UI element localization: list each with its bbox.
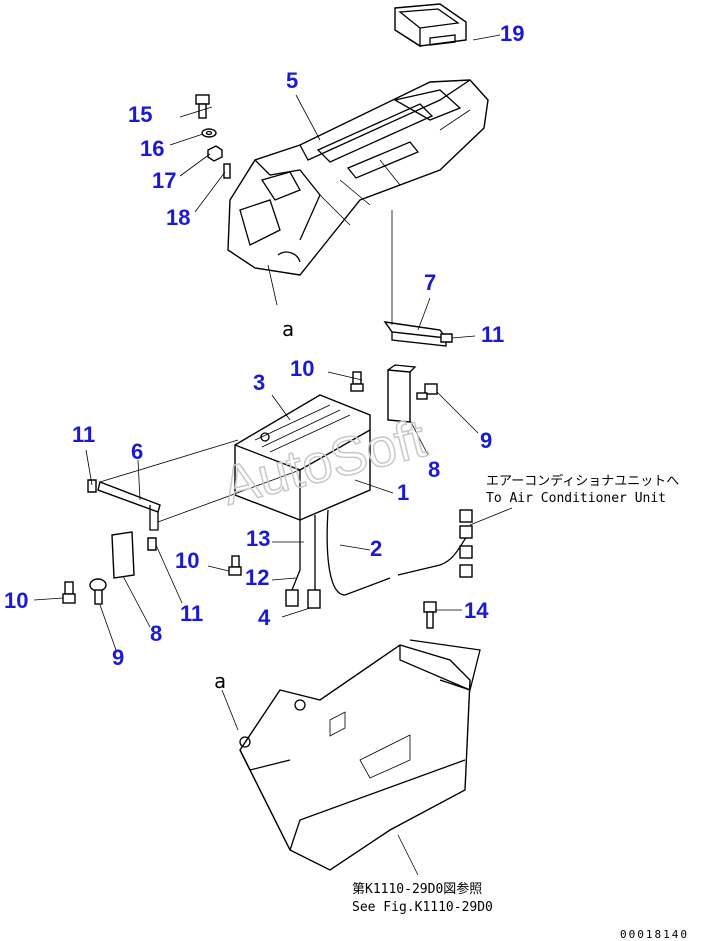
- callout-5: 5: [286, 68, 298, 93]
- fig-note-en: See Fig.K1110-29D0: [352, 900, 493, 915]
- callout-9-lower: 9: [112, 645, 124, 670]
- part-9-bolt-left: [89, 578, 107, 605]
- callout-12: 12: [245, 565, 269, 590]
- reference-letter-a-lower: a: [214, 669, 226, 693]
- part-4-connector: [307, 515, 321, 609]
- aircon-note-en: To Air Conditioner Unit: [486, 491, 666, 506]
- part-19-tray: [394, 3, 467, 48]
- part-5-console-cover: [227, 79, 489, 276]
- callout-1: 1: [397, 480, 409, 505]
- part-3-panel: [234, 394, 371, 521]
- callout-13: 13: [246, 526, 270, 551]
- drawing-number: 00018140: [620, 928, 689, 941]
- callout-numbers: 19 5 15 16 17 18 7 11 10 3 9 8 1 2 13 12…: [4, 21, 524, 670]
- callout-11-upper: 11: [481, 322, 504, 347]
- callout-7: 7: [424, 270, 436, 295]
- part-8-bracket-left: [111, 531, 135, 579]
- callout-3: 3: [253, 370, 265, 395]
- reference-letter-a-upper: a: [282, 317, 294, 341]
- part-8-bracket-right: [387, 364, 417, 423]
- callout-4: 4: [258, 605, 271, 630]
- callout-11-lower: 11: [180, 601, 203, 626]
- callout-15: 15: [128, 102, 152, 127]
- part-10-bolt-upper: [350, 371, 364, 392]
- part-12-13-cable: [285, 520, 301, 607]
- fig-note-jp: 第K1110-29D0図参照: [352, 881, 482, 897]
- leader-lines: [33, 34, 513, 876]
- part-9-bolt-upper: [416, 383, 438, 400]
- callout-16: 16: [140, 136, 164, 161]
- part-10-bolt-middle: [228, 555, 242, 576]
- aircon-note-jp: エアーコンディショナユニットへ: [486, 473, 679, 489]
- lower-frame: [239, 639, 481, 871]
- callout-19: 19: [500, 21, 524, 46]
- part-16-washer: [201, 128, 217, 138]
- part-6-bracket-left: [97, 481, 161, 531]
- part-10-bolt-left: [62, 581, 76, 604]
- part-7-bracket: [383, 321, 448, 347]
- callout-17: 17: [152, 168, 176, 193]
- part-2-harness: [326, 509, 473, 596]
- callout-8-lower: 8: [150, 621, 162, 646]
- part-15-bolt: [195, 94, 210, 119]
- callout-10-middle: 10: [175, 548, 199, 573]
- callout-6: 6: [131, 439, 143, 464]
- callout-2: 2: [370, 536, 382, 561]
- callout-8-upper: 8: [428, 457, 440, 482]
- part-11-clip-lower: [147, 537, 157, 551]
- part-17-nut: [207, 145, 223, 162]
- callout-14: 14: [464, 598, 489, 623]
- part-11-clip-upper: [440, 333, 453, 343]
- callout-18: 18: [166, 205, 190, 230]
- part-14-bolt: [423, 601, 437, 629]
- callout-11-left: 11: [72, 422, 95, 447]
- part-11-clip-left: [87, 479, 97, 493]
- callout-10-upper: 10: [290, 356, 314, 381]
- part-18-pin: [223, 163, 231, 179]
- callout-10-left: 10: [4, 588, 28, 613]
- callout-9-upper: 9: [480, 428, 492, 453]
